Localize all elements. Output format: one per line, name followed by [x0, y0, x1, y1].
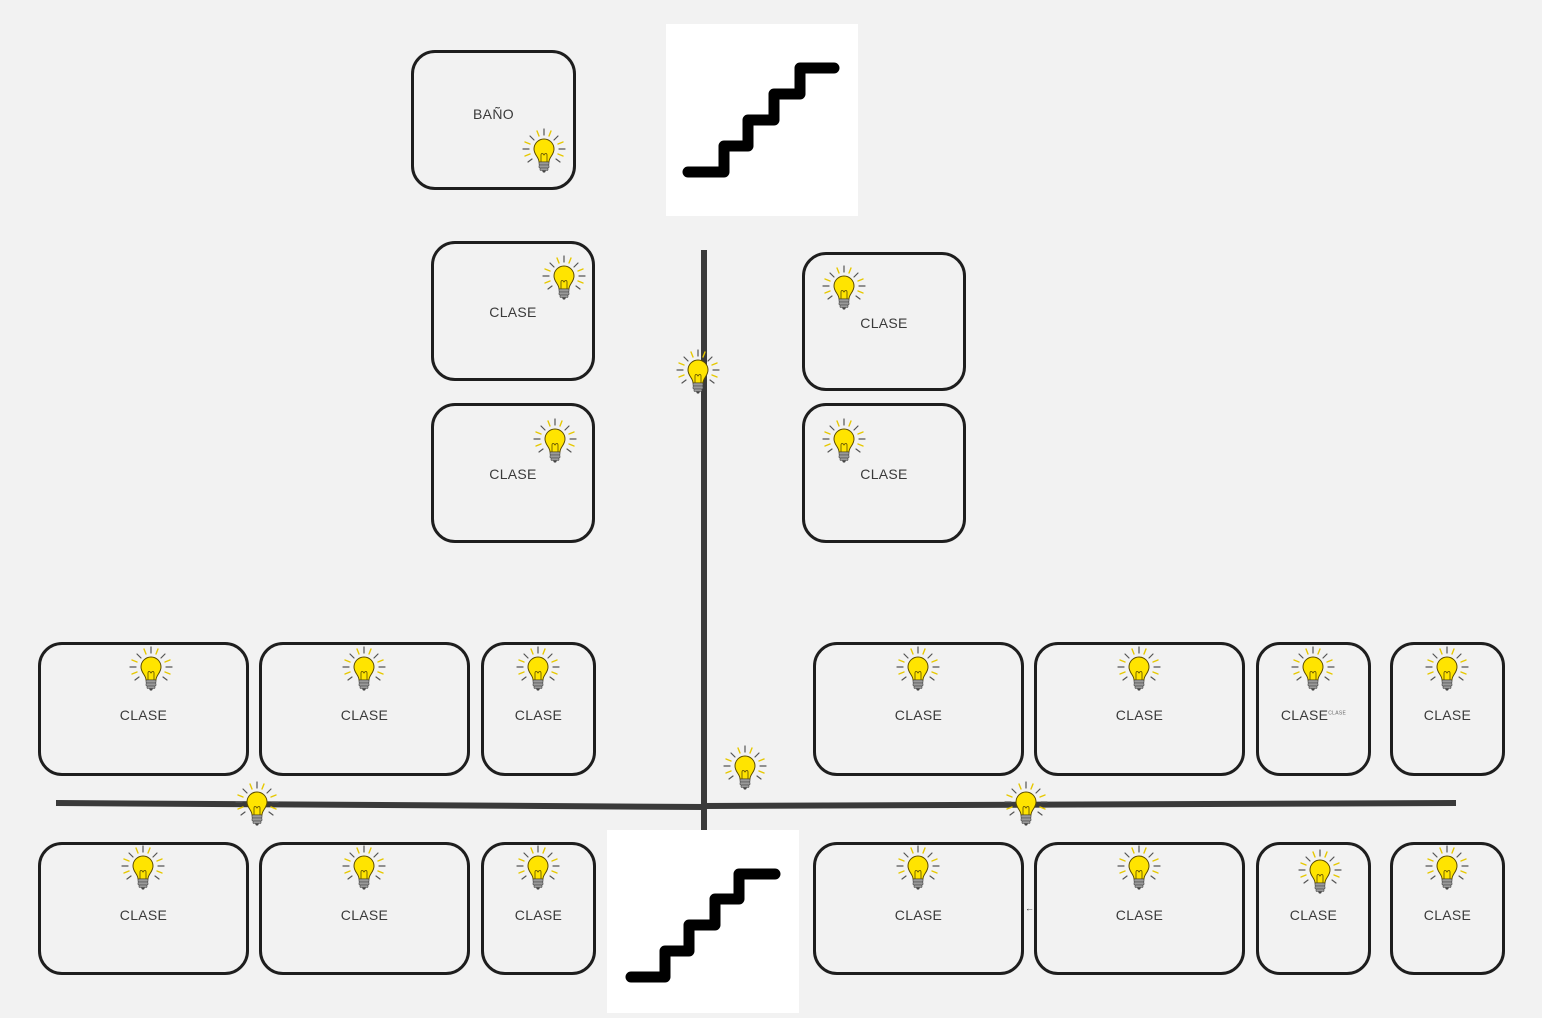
room-label: CLASE: [894, 707, 943, 723]
lightbulb-icon: [516, 645, 560, 695]
lightbulb-icon: [1117, 645, 1161, 695]
lightbulb-icon: [896, 844, 940, 894]
lightbulb-icon: [1425, 844, 1469, 894]
lightbulb-icon: [676, 348, 720, 398]
lightbulb-icon: [822, 417, 866, 467]
room-class[interactable]: CLASE: [431, 241, 595, 381]
lightbulb-icon: [121, 844, 165, 894]
lightbulb-icon: [522, 127, 566, 177]
lightbulb-icon: [1004, 780, 1048, 830]
lightbulb-icon: [516, 844, 560, 894]
lightbulb-icon: [235, 780, 279, 830]
small-arrow-icon: ←: [1025, 903, 1034, 913]
room-label: CLASE: [1289, 906, 1338, 923]
lightbulb-icon: [342, 844, 386, 894]
lightbulb-icon: [723, 744, 767, 794]
room-label: CLASE: [1115, 906, 1164, 923]
room-label: CLASE: [1423, 707, 1472, 723]
stairs-top: [666, 24, 858, 216]
room-class[interactable]: CLASE: [802, 403, 966, 543]
room-label: CLASE: [489, 466, 537, 482]
room-label: CLASE: [119, 707, 168, 723]
lightbulb-icon: [1425, 645, 1469, 695]
lightbulb-icon: [542, 254, 586, 304]
room-label: CLASE: [894, 906, 943, 923]
room-label: CLASE: [514, 707, 563, 723]
lightbulb-icon: [342, 645, 386, 695]
room-label: CLASE: [489, 304, 537, 320]
lightbulb-icon: [896, 645, 940, 695]
room-label: CLASE: [340, 906, 389, 923]
room-class[interactable]: CLASE: [802, 252, 966, 391]
corridor-horizontal-right: [703, 800, 1457, 809]
room-label-superscript: CLASE: [1328, 710, 1347, 717]
lightbulb-icon: [822, 264, 866, 314]
room-label: CLASE: [860, 466, 908, 482]
lightbulb-icon: [1298, 848, 1342, 898]
room-label-text: CLASE: [1280, 707, 1329, 723]
room-class[interactable]: CLASE: [431, 403, 595, 543]
corridor-horizontal-left: [55, 800, 705, 810]
stairs-bottom: [607, 830, 799, 1013]
room-label: CLASE: [119, 906, 168, 923]
room-label: CLASE: [1115, 707, 1164, 723]
room-class[interactable]: CLASE: [1390, 842, 1505, 975]
room-label: CLASE: [1423, 906, 1472, 923]
room-label: CLASE: [514, 906, 563, 923]
room-label: CLASE: [340, 707, 389, 723]
lightbulb-icon: [533, 417, 577, 467]
stairs-icon: [682, 62, 840, 178]
room-label: CLASECLASE: [1259, 707, 1368, 723]
lightbulb-icon: [1117, 844, 1161, 894]
room-label: CLASE: [860, 314, 908, 331]
lightbulb-icon: [1291, 645, 1335, 695]
lightbulb-icon: [129, 645, 173, 695]
room-label: BAÑO: [473, 106, 514, 122]
stairs-icon: [625, 868, 781, 983]
